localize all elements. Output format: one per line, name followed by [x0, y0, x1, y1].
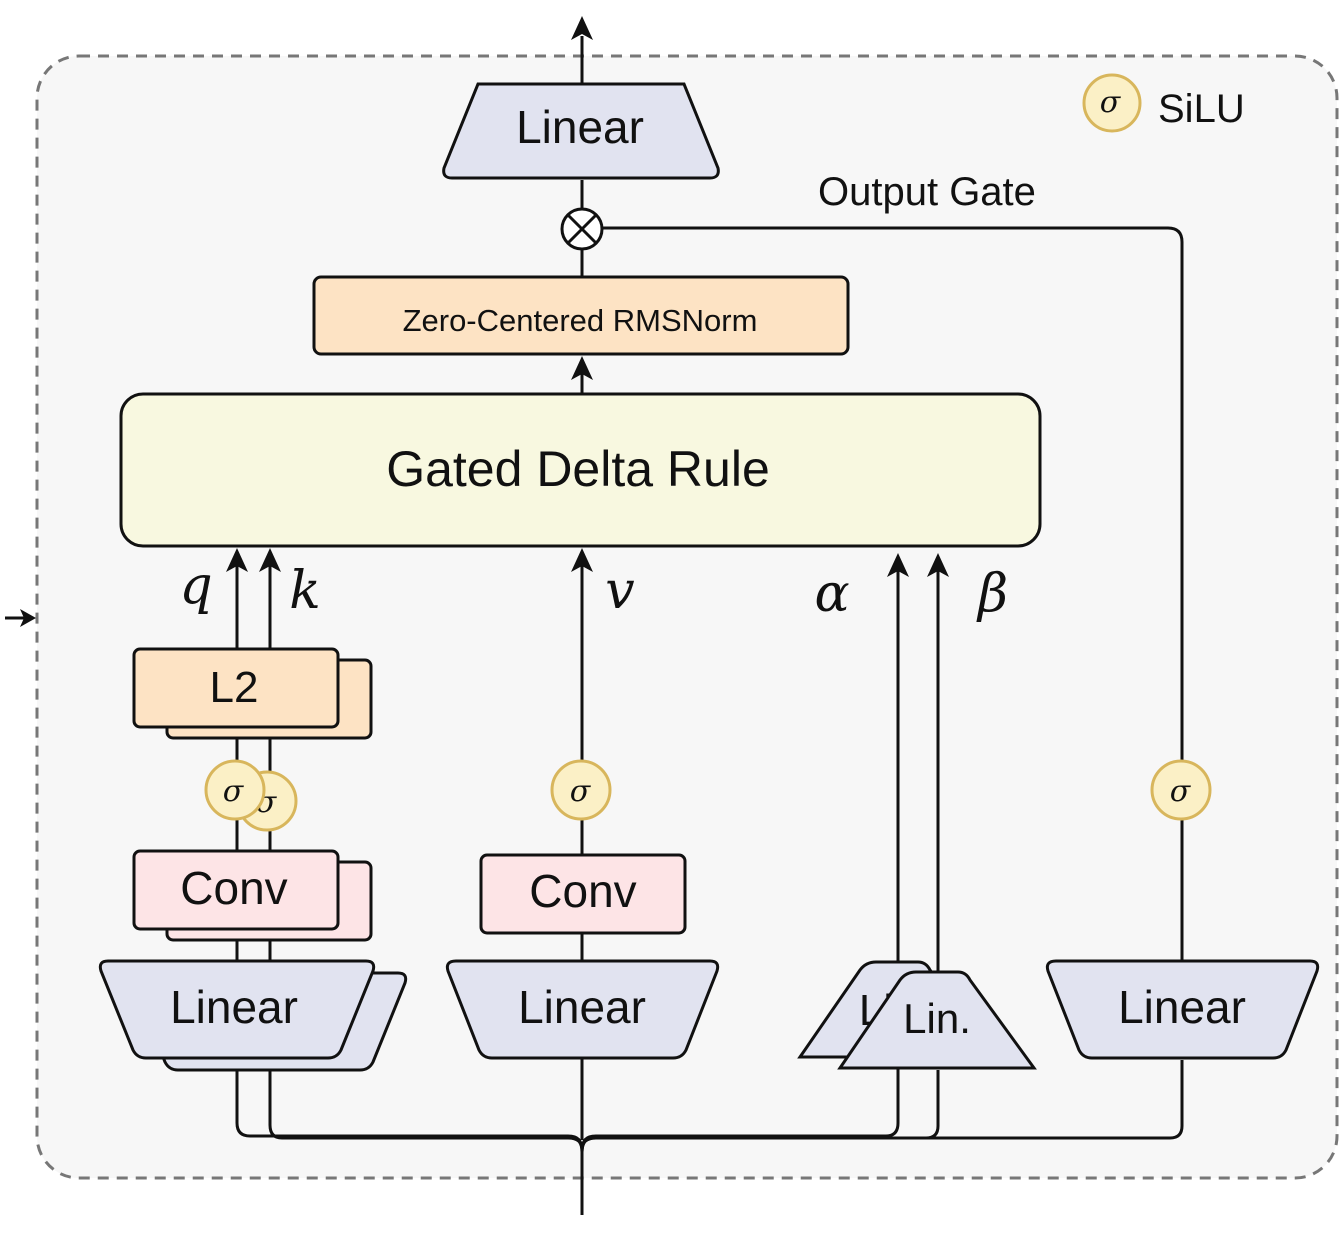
- label-alpha: α: [814, 564, 849, 624]
- label-q: q: [179, 556, 212, 616]
- arrowhead-alpha: [887, 553, 909, 577]
- silu-gate: σ: [1150, 759, 1212, 821]
- linear-qk-label: Linear: [170, 981, 298, 1033]
- label-v: v: [605, 561, 634, 621]
- l2-label: L2: [210, 663, 259, 712]
- linear-gate-block: Linear: [1045, 959, 1320, 1060]
- top-linear-block: Linear: [442, 82, 720, 180]
- legend-silu-label: SiLU: [1158, 87, 1245, 131]
- conv-v-label: Conv: [529, 865, 636, 917]
- l2-block: L2: [132, 620, 373, 740]
- side-entry-arrow: [5, 609, 36, 627]
- svg-text:σ: σ: [570, 774, 592, 809]
- arrowhead-output: [571, 16, 593, 40]
- output-gate-label: Output Gate: [818, 170, 1036, 214]
- gated-delta-rule-block: Gated Delta Rule: [119, 392, 1042, 548]
- legend-silu-symbol: σ: [1100, 85, 1122, 120]
- label-beta: β: [976, 564, 1008, 624]
- arrowhead-beta: [927, 553, 949, 577]
- conv-qk-block: Conv: [132, 849, 373, 942]
- svg-text:σ: σ: [1170, 774, 1192, 809]
- arrowhead-norm: [571, 356, 593, 380]
- label-k: k: [289, 561, 321, 621]
- silu-qk: σ σ: [204, 759, 298, 832]
- linear-gate-label: Linear: [1118, 981, 1246, 1033]
- rmsnorm-label: Zero-Centered RMSNorm: [403, 303, 758, 338]
- linear-alpha-beta-block: Li Lin.: [797, 960, 1037, 1070]
- silu-v: σ: [550, 759, 612, 821]
- linear-beta-label: Lin.: [903, 995, 971, 1042]
- arrowhead-v: [571, 548, 593, 572]
- multiply-node: [560, 207, 604, 251]
- arrowhead-q: [226, 548, 248, 572]
- arrowheads: [226, 16, 949, 577]
- legend-silu-icon: [1082, 73, 1142, 133]
- rmsnorm-block: Zero-Centered RMSNorm: [312, 275, 850, 356]
- legend: σ SiLU: [1082, 73, 1245, 133]
- conv-qk-label: Conv: [180, 862, 287, 914]
- linear-v-block: Linear: [445, 959, 720, 1060]
- arrowhead-k: [259, 548, 281, 572]
- svg-text:σ: σ: [223, 774, 245, 809]
- linear-qk-block: Linear: [98, 959, 408, 1072]
- gated-delta-rule-label: Gated Delta Rule: [386, 441, 770, 497]
- top-linear-label: Linear: [516, 101, 644, 153]
- linear-v-label: Linear: [518, 981, 646, 1033]
- conv-v-block: Conv: [479, 853, 687, 935]
